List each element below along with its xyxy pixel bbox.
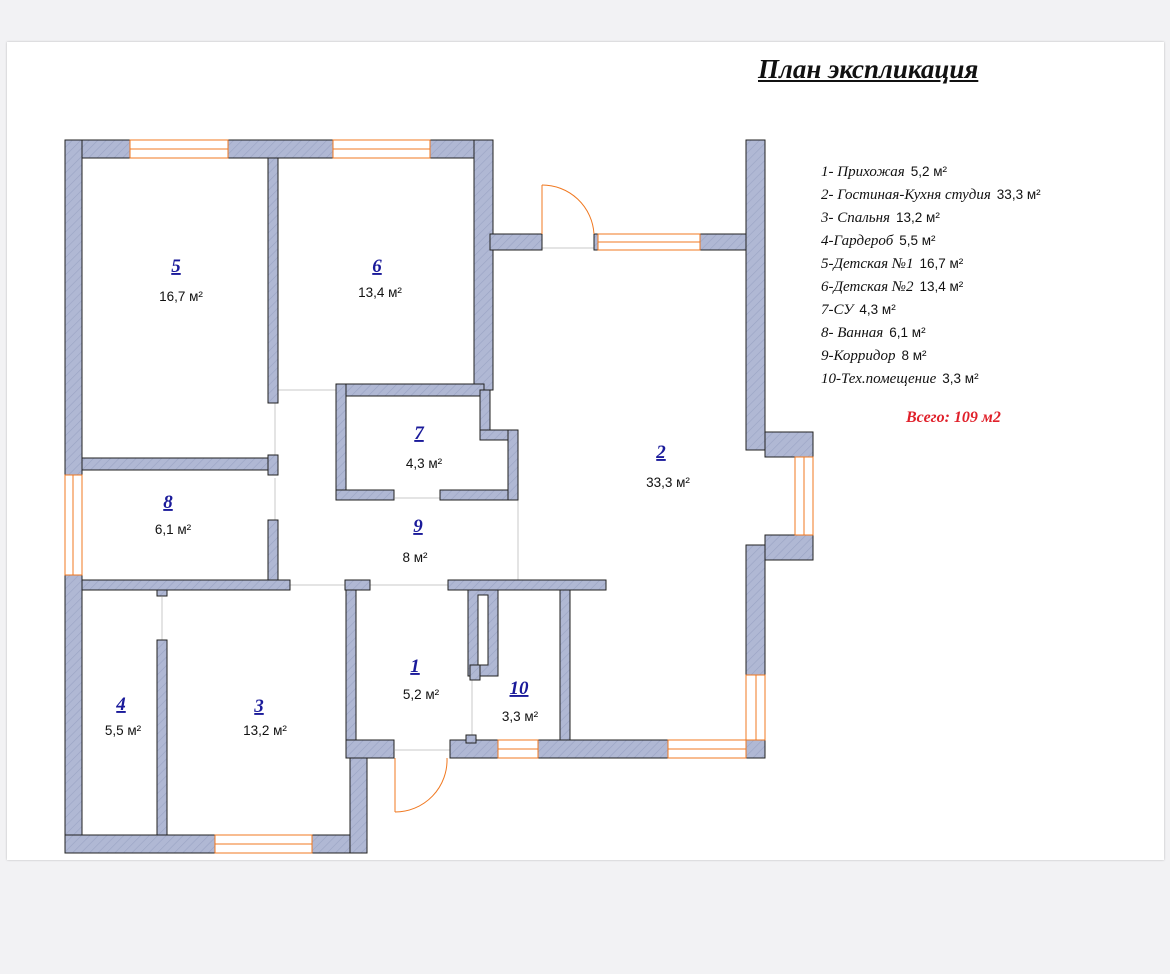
legend-item: 9-Корридор 8 м² (821, 344, 1161, 367)
legend-item-name: 7-СУ (821, 302, 854, 318)
room-2-area: 33,3 м² (646, 475, 690, 490)
room-10-number: 10 (510, 678, 530, 699)
total-area: Всего: 109 м2 (906, 409, 1001, 426)
room-7-number: 7 (414, 423, 425, 444)
legend-item: 7-СУ 4,3 м² (821, 298, 1161, 321)
legend-item-name: 5-Детская №1 (821, 256, 914, 272)
legend-item-name: 8- Ванная (821, 325, 884, 341)
legend-item-area: 33,3 м² (996, 187, 1041, 202)
room-7-area: 4,3 м² (406, 456, 443, 471)
legend-item-name: 2- Гостиная-Кухня студия (821, 187, 991, 203)
room-6-number: 6 (372, 256, 382, 277)
legend-item-area: 5,5 м² (899, 233, 936, 248)
legend-item-name: 3- Спальня (821, 210, 891, 226)
room-1-area: 5,2 м² (403, 687, 440, 702)
legend-item-area: 3,3 м² (942, 371, 979, 386)
legend-item-area: 13,2 м² (896, 210, 940, 225)
opening-lines (161, 247, 594, 751)
room-4-area: 5,5 м² (105, 723, 142, 738)
room-8-number: 8 (163, 492, 173, 513)
legend-item: 8- Ванная 6,1 м² (821, 321, 1161, 344)
room-9-number: 9 (413, 516, 423, 537)
room-10-area: 3,3 м² (502, 709, 539, 724)
room-4-number: 4 (115, 694, 126, 715)
plan-sheet (7, 42, 1164, 860)
legend-item-area: 5,2 м² (910, 164, 948, 179)
legend-item: 3- Спальня 13,2 м² (821, 206, 1161, 229)
legend-item: 4-Гардероб 5,5 м² (821, 229, 1161, 252)
walls (64, 139, 814, 854)
room-5-number: 5 (171, 256, 181, 277)
legend-item-name: 10-Тех.помещение (821, 371, 937, 387)
windows (64, 139, 814, 854)
room-2-number: 2 (655, 442, 666, 463)
legend-item-area: 16,7 м² (919, 256, 964, 271)
legend-item-area: 8 м² (901, 348, 927, 363)
legend-item-name: 6-Детская №2 (821, 279, 914, 295)
legend-item: 6-Детская №2 13,4 м² (821, 275, 1161, 298)
legend-item-name: 9-Корридор (821, 348, 896, 364)
room-labels: 5 16,7 м² 6 13,4 м² 7 4,3 м² 2 33,3 м² 8… (105, 256, 691, 738)
legend-item: 2- Гостиная-Кухня студия 33,3 м² (821, 183, 1161, 206)
room-3-number: 3 (253, 696, 264, 717)
room-legend: 1- Прихожая 5,2 м² 2- Гостиная-Кухня студ… (821, 160, 1161, 390)
legend-item-area: 6,1 м² (889, 325, 926, 340)
room-9-area: 8 м² (402, 550, 428, 565)
legend-item: 1- Прихожая 5,2 м² (821, 160, 1161, 183)
legend-item-name: 1- Прихожая (821, 164, 905, 180)
room-8-area: 6,1 м² (155, 522, 192, 537)
legend-item: 5-Детская №1 16,7 м² (821, 252, 1161, 275)
room-3-area: 13,2 м² (243, 723, 287, 738)
room-1-number: 1 (410, 656, 420, 677)
room-5-area: 16,7 м² (159, 289, 203, 304)
room-6-area: 13,4 м² (358, 285, 402, 300)
plan-title: План экспликация (758, 54, 979, 84)
legend-item-area: 13,4 м² (919, 279, 964, 294)
legend-item-area: 4,3 м² (859, 302, 896, 317)
legend-item-name: 4-Гардероб (821, 233, 894, 249)
doors (394, 184, 595, 813)
legend-item: 10-Тех.помещение 3,3 м² (821, 367, 1161, 390)
